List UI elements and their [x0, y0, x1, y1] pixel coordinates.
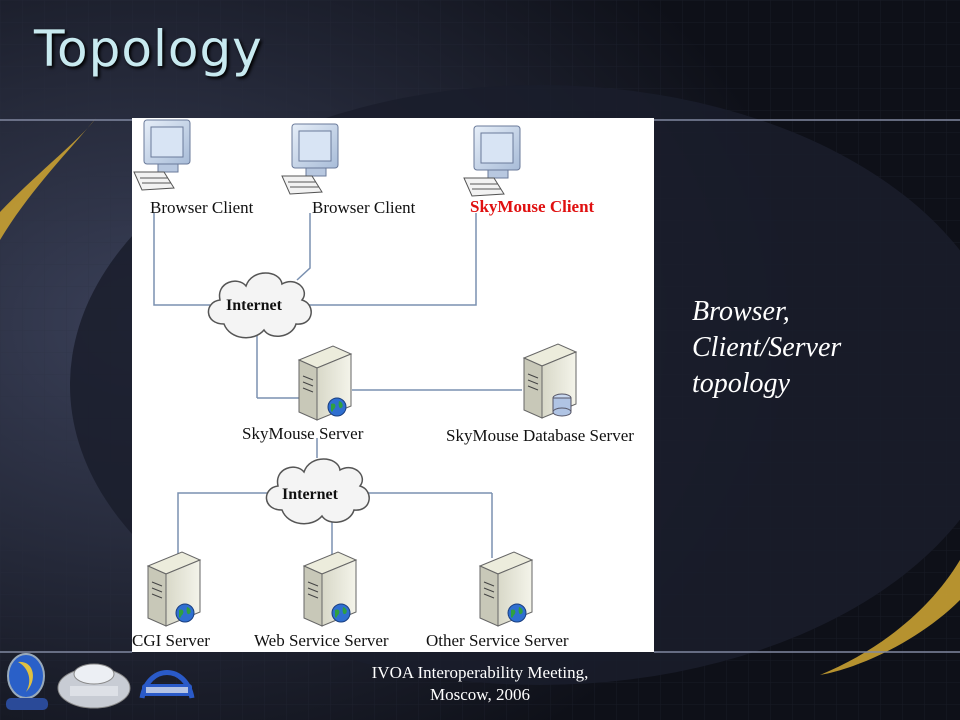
slide-footer: IVOA Interoperability Meeting, Moscow, 2… — [330, 662, 630, 706]
database-server-label: SkyMouse Database Server — [446, 426, 634, 445]
topology-diagram: Browser Client Browser Client SkyMouse C… — [132, 118, 654, 652]
browser-client-2-icon — [281, 123, 339, 195]
naoc-logo — [139, 670, 195, 699]
ivoa-logo — [57, 663, 131, 709]
skymouse-client-icon — [463, 125, 521, 197]
browser-client-1-label: Browser Client — [150, 198, 254, 217]
other-service-server-label: Other Service Server — [426, 631, 569, 650]
description-line-2: Client/Server — [692, 332, 842, 363]
skymouse-client-label: SkyMouse Client — [470, 197, 595, 216]
cgi-server-label: CGI Server — [132, 631, 210, 650]
footer-line-1: IVOA Interoperability Meeting, — [371, 663, 589, 682]
obis-logo — [6, 653, 48, 710]
browser-client-1-icon — [133, 119, 191, 191]
browser-client-2-label: Browser Client — [312, 198, 416, 217]
footer-line-2: Moscow, 2006 — [430, 685, 530, 704]
skymouse-server-label: SkyMouse Server — [242, 424, 364, 443]
internet-bottom-label: Internet — [282, 486, 338, 503]
slide-title: Topology — [34, 20, 263, 78]
diagram-graphics — [133, 119, 577, 627]
web-service-server-label: Web Service Server — [254, 631, 389, 650]
description-line-3: topology — [692, 368, 790, 399]
database-cylinder-icon — [552, 393, 572, 417]
internet-top-label: Internet — [226, 297, 282, 314]
topology-description: Browser, Client/Server topology — [692, 294, 892, 402]
description-line-1: Browser, — [692, 296, 790, 327]
